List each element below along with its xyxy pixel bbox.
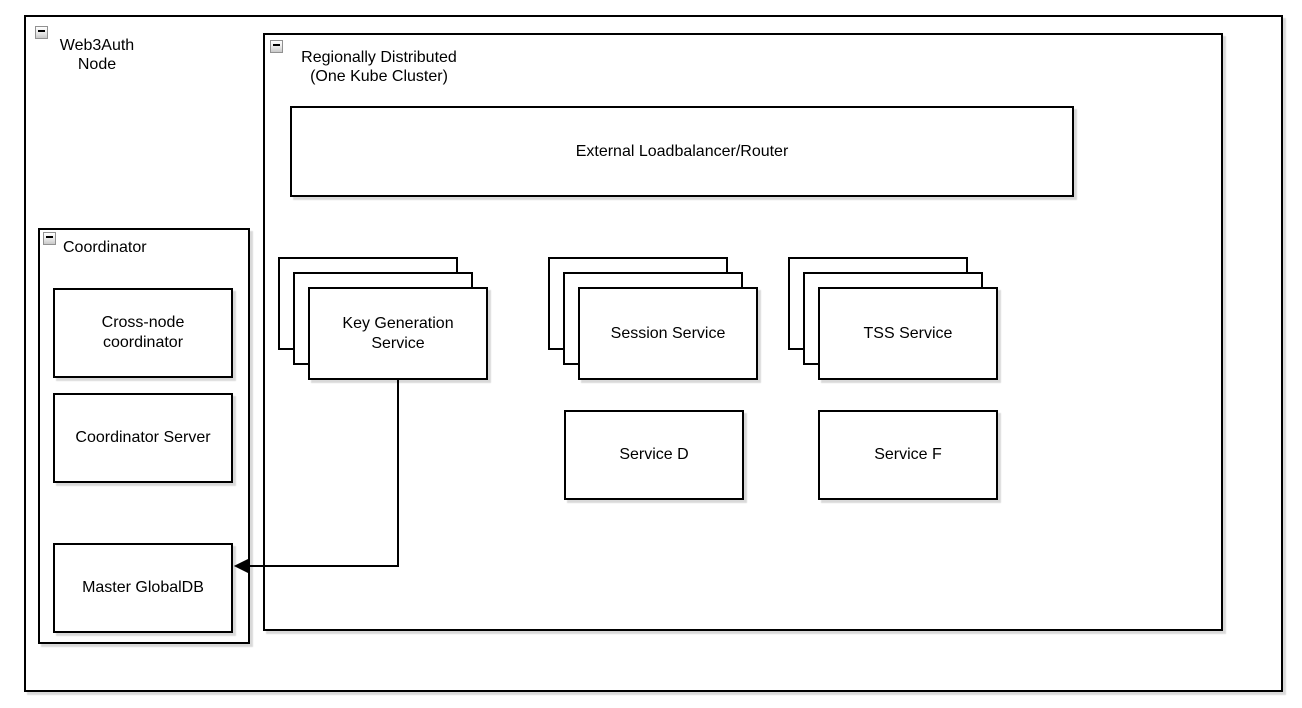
node-master-globaldb: Master GlobalDB — [53, 543, 233, 633]
node-coordinator-server: Coordinator Server — [53, 393, 233, 483]
collapse-icon[interactable] — [43, 232, 56, 245]
node-service-f: Service F — [818, 410, 998, 500]
node-key-generation-service: Key Generation Service — [308, 287, 488, 380]
node-tss-service: TSS Service — [818, 287, 998, 380]
node-session-service: Session Service — [578, 287, 758, 380]
container-regionally-distributed-label: Regionally Distributed (One Kube Cluster… — [301, 49, 457, 85]
node-service-d: Service D — [564, 410, 744, 500]
node-external-loadbalancer: External Loadbalancer/Router — [290, 106, 1074, 197]
node-cross-node-coordinator: Cross-node coordinator — [53, 288, 233, 378]
collapse-icon[interactable] — [35, 26, 48, 39]
collapse-icon[interactable] — [270, 40, 283, 53]
container-coordinator-label: Coordinator — [63, 239, 147, 256]
container-web3auth-node-label: Web3Auth Node — [59, 37, 135, 73]
